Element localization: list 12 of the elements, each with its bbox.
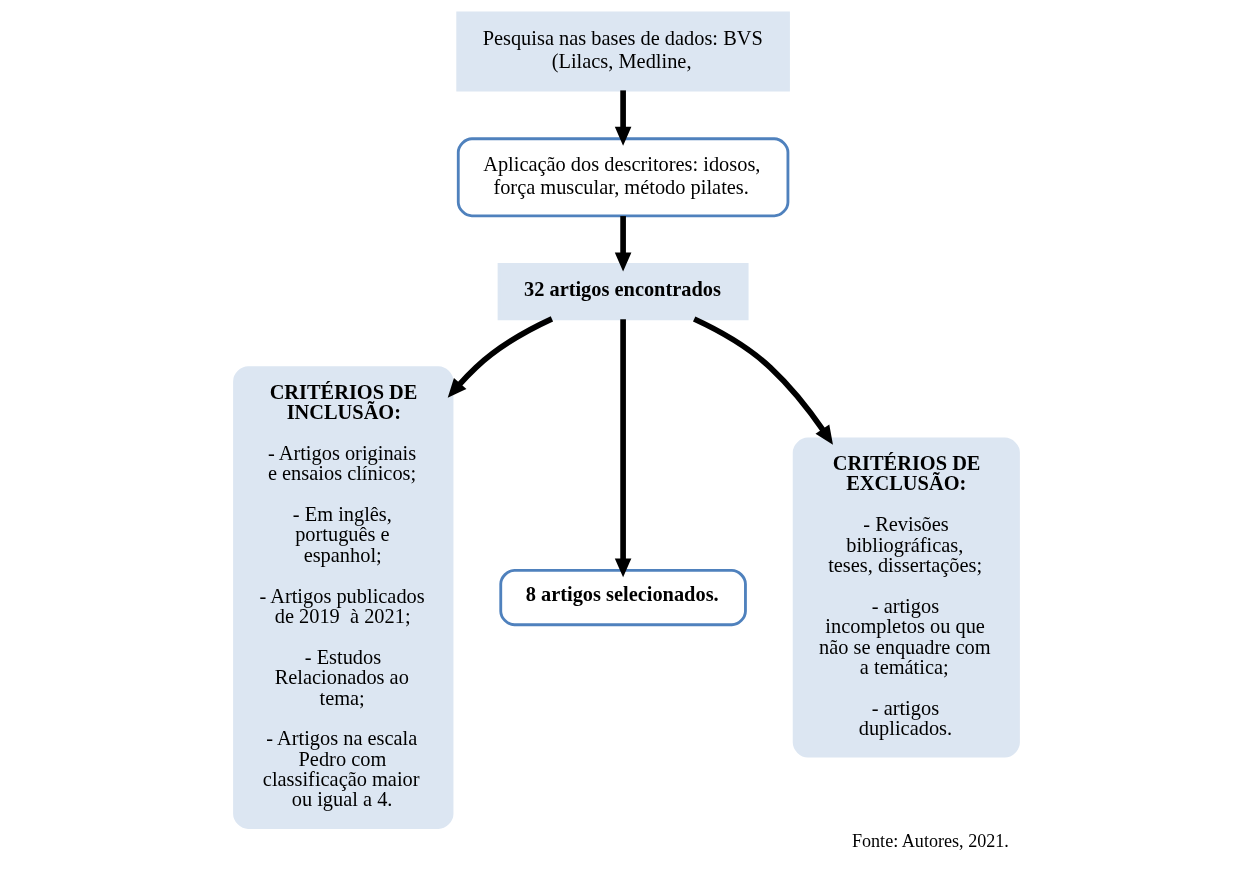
node-box: 32 artigos encontrados bbox=[497, 263, 749, 321]
arrow bbox=[692, 316, 833, 445]
arrow bbox=[614, 90, 632, 146]
caption: Fonte: Autores, 2021. bbox=[851, 830, 1009, 851]
node-box: 8 artigos selecionados. bbox=[499, 568, 747, 627]
node-box: CRITÉRIOS DE EXCLUSÃO: - Revisões bibliográficas, teses, dissertações; - artigos incompletos ou que não se enquadre com a temática; - artigos duplicados. bbox=[792, 437, 1020, 758]
node-box: Pesquisa nas bases de dados: BVS (Lilacs, Medline, bbox=[456, 11, 790, 92]
node-box: CRITÉRIOS DE INCLUSÃO: - Artigos originais e ensaios clínicos; - Em inglês, português e espanhol; - Artigos publicados de 2019 à 2021; - Estudos Relacionados ao tema; - Artigos na escala Pedro com classificação maior ou igual a 4. bbox=[233, 366, 454, 829]
arrow bbox=[614, 216, 632, 272]
node-box: Aplicação dos descritores: idosos, força muscular, método pilates. bbox=[456, 137, 790, 218]
arrow bbox=[447, 316, 554, 398]
arrow bbox=[614, 319, 632, 578]
